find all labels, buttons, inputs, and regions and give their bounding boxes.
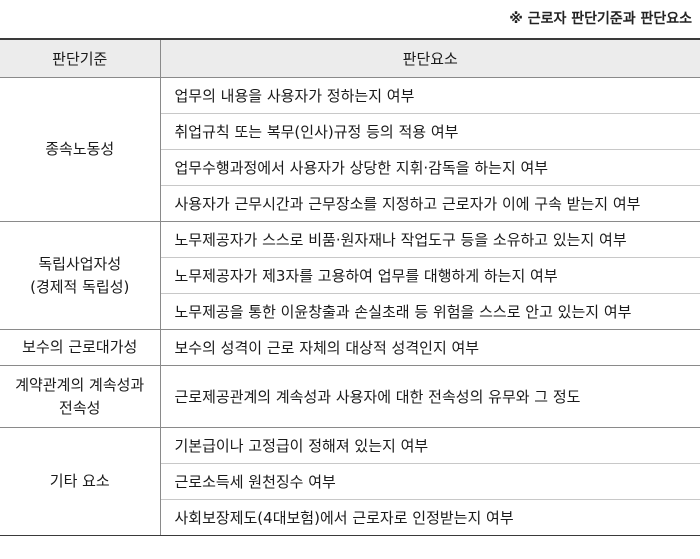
factor-cell: 취업규칙 또는 복무(인사)규정 등의 적용 여부	[160, 113, 700, 150]
table-row: 취업규칙 또는 복무(인사)규정 등의 적용 여부	[0, 113, 700, 150]
factor-cell: 노무제공자가 스스로 비품·원자재나 작업도구 등을 소유하고 있는지 여부	[160, 221, 700, 258]
factor-cell: 근로소득세 원천징수 여부	[160, 463, 700, 500]
table-row: 근로소득세 원천징수 여부	[0, 463, 700, 500]
factor-cell: 사회보장제도(4대보험)에서 근로자로 인정받는지 여부	[160, 499, 700, 536]
header-factors: 판단요소	[160, 38, 700, 78]
table-row: 사용자가 근무시간과 근무장소를 지정하고 근로자가 이에 구속 받는지 여부	[0, 185, 700, 222]
category-label: 계약관계의 계속성과	[15, 375, 145, 394]
category-label: 독립사업자성	[38, 254, 122, 273]
factor-cell: 업무수행과정에서 사용자가 상당한 지휘·감독을 하는지 여부	[160, 149, 700, 186]
factor-cell: 노무제공을 통한 이윤창출과 손실초래 등 위험을 스스로 안고 있는지 여부	[160, 293, 700, 330]
category-cell: 종속노동성	[0, 77, 161, 222]
category-cell: 독립사업자성 (경제적 독립성)	[0, 221, 161, 330]
header-criteria: 판단기준	[0, 38, 161, 78]
category-cell: 보수의 근로대가성	[0, 329, 161, 366]
category-label: 전속성	[59, 398, 101, 417]
table-header-row: 판단기준 판단요소	[0, 38, 700, 78]
factor-cell: 보수의 성격이 근로 자체의 대상적 성격인지 여부	[160, 329, 700, 366]
table-row: 독립사업자성 (경제적 독립성) 노무제공자가 스스로 비품·원자재나 작업도구…	[0, 221, 700, 330]
category-cell: 계약관계의 계속성과 전속성	[0, 365, 161, 428]
table-row: 보수의 근로대가성 보수의 성격이 근로 자체의 대상적 성격인지 여부	[0, 329, 700, 366]
table-row: 노무제공자가 제3자를 고용하여 업무를 대행하게 하는지 여부	[0, 257, 700, 294]
factor-cell: 기본급이나 고정급이 정해져 있는지 여부	[160, 427, 700, 464]
factor-cell: 근로제공관계의 계속성과 사용자에 대한 전속성의 유무와 그 정도	[160, 365, 700, 428]
category-label: 기타 요소	[49, 472, 110, 490]
table-row: 사회보장제도(4대보험)에서 근로자로 인정받는지 여부	[0, 499, 700, 536]
table-row: 계약관계의 계속성과 전속성 근로제공관계의 계속성과 사용자에 대한 전속성의…	[0, 365, 700, 428]
table-row: 노무제공을 통한 이윤창출과 손실초래 등 위험을 스스로 안고 있는지 여부	[0, 293, 700, 330]
category-label: 보수의 근로대가성	[22, 338, 138, 356]
table-caption: ※ 근로자 판단기준과 판단요소	[509, 11, 692, 27]
factor-cell: 업무의 내용을 사용자가 정하는지 여부	[160, 77, 700, 114]
category-label: (경제적 독립성)	[30, 277, 130, 296]
category-label: 종속노동성	[45, 140, 115, 158]
table-row: 종속노동성 업무의 내용을 사용자가 정하는지 여부	[0, 77, 700, 222]
table-row: 업무수행과정에서 사용자가 상당한 지휘·감독을 하는지 여부	[0, 149, 700, 186]
factor-cell: 사용자가 근무시간과 근무장소를 지정하고 근로자가 이에 구속 받는지 여부	[160, 185, 700, 222]
category-cell: 기타 요소	[0, 427, 161, 536]
table-row: 기타 요소 기본급이나 고정급이 정해져 있는지 여부	[0, 427, 700, 536]
factor-cell: 노무제공자가 제3자를 고용하여 업무를 대행하게 하는지 여부	[160, 257, 700, 294]
criteria-table: 판단기준 판단요소 종속노동성 업무의 내용을 사용자가 정하는지 여부 취업규…	[0, 38, 700, 536]
